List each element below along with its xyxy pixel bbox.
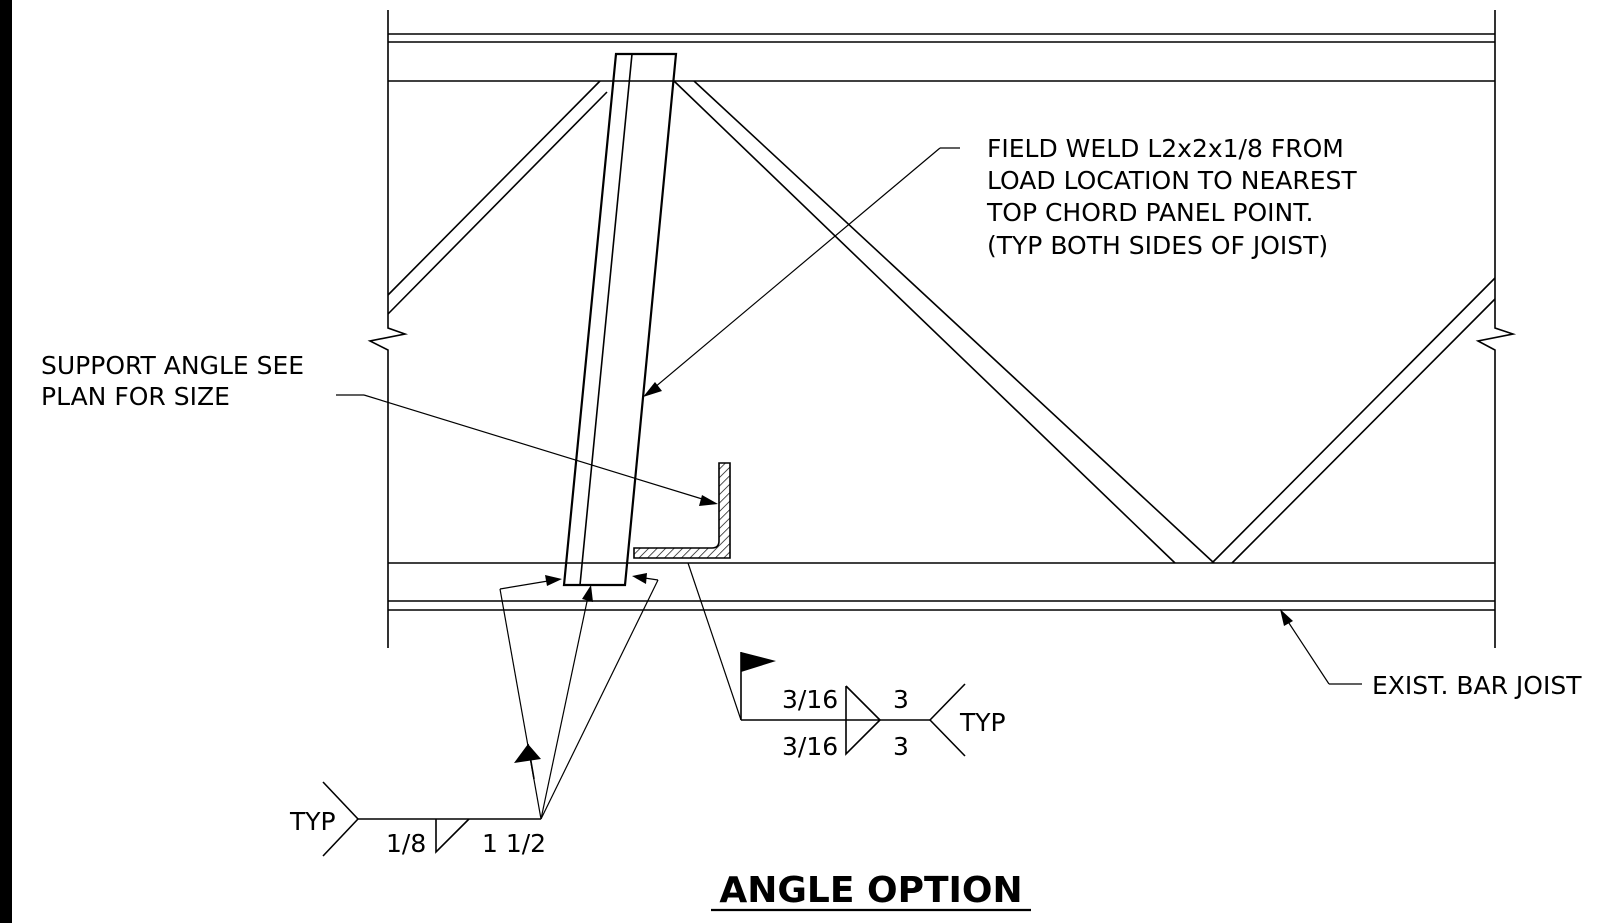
- weld-right-size-top: 3/16: [782, 685, 838, 714]
- field-weld-note: FIELD WELD L2x2x1/8 FROM LOAD LOCATION T…: [986, 134, 1357, 260]
- field-weld-note-line-1: FIELD WELD L2x2x1/8 FROM: [987, 134, 1344, 163]
- weld-left-size: 1/8: [386, 829, 426, 858]
- bar-joist-leader: [1280, 609, 1362, 685]
- field-weld-leader: [643, 147, 960, 397]
- bottom-chord: [388, 562, 1495, 611]
- field-weld-note-line-4: (TYP BOTH SIDES OF JOIST): [987, 231, 1328, 260]
- field-weld-note-line-3: TOP CHORD PANEL POINT.: [986, 198, 1314, 227]
- support-angle-note: SUPPORT ANGLE SEE PLAN FOR SIZE: [41, 351, 304, 411]
- bar-joist-note: EXIST. BAR JOIST: [1372, 671, 1582, 700]
- weld-symbol-right: [687, 562, 966, 757]
- weld-symbol-left: [322, 573, 659, 857]
- joist-left-break-line: [367, 10, 409, 648]
- weld-right-length-bottom: 3: [893, 732, 909, 761]
- support-angle-note-line-1: SUPPORT ANGLE SEE: [41, 351, 304, 380]
- support-angle: [633, 462, 731, 559]
- bar-joist: [367, 10, 1517, 648]
- weld-left-tail-text: TYP: [289, 807, 336, 836]
- weld-right-size-bottom: 3/16: [782, 732, 838, 761]
- support-angle-leader: [336, 394, 718, 506]
- weld-right-length-top: 3: [893, 685, 909, 714]
- left-border-bar: [0, 0, 12, 923]
- joist-right-break-line: [1475, 10, 1517, 648]
- top-chord: [388, 33, 1495, 82]
- support-angle-note-line-2: PLAN FOR SIZE: [41, 382, 230, 411]
- weld-right-tail-text: TYP: [959, 708, 1006, 737]
- field-weld-angle-member: [562, 52, 678, 587]
- web-members: [387, 80, 1496, 564]
- weld-left-length: 1 1/2: [482, 829, 546, 858]
- field-weld-note-line-2: LOAD LOCATION TO NEAREST: [987, 166, 1357, 195]
- detail-title: ANGLE OPTION: [719, 870, 1022, 911]
